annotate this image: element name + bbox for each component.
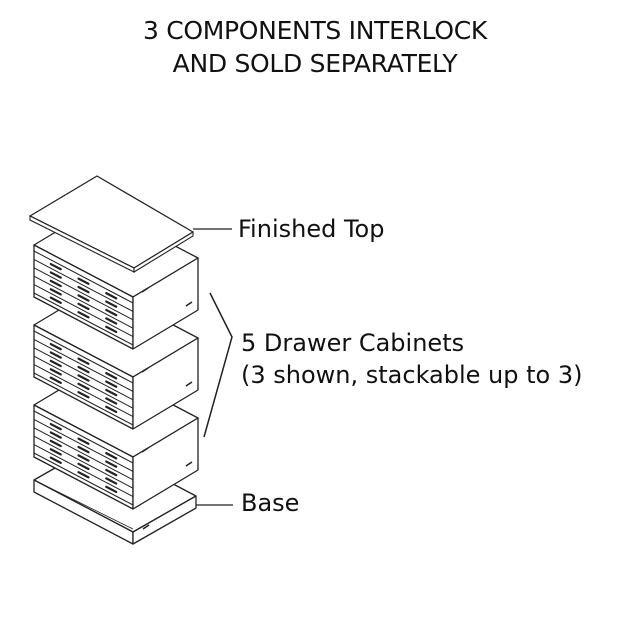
- interlock-mark: [186, 382, 192, 386]
- drawer-handle: [51, 344, 61, 349]
- drawer-line: [34, 365, 133, 417]
- drawer-handle: [79, 447, 89, 452]
- drawer-handle: [79, 464, 89, 469]
- drawer-handle: [79, 384, 89, 389]
- drawer-line: [34, 259, 133, 311]
- drawer-handle: [106, 462, 116, 467]
- drawer-handle: [79, 367, 89, 372]
- drawer-handle: [51, 289, 61, 294]
- cabinets-bracket: [204, 293, 232, 437]
- drawer-handle: [79, 304, 89, 309]
- drawer-handle: [51, 378, 61, 383]
- drawer-line: [34, 285, 133, 337]
- drawer-line: [34, 348, 133, 400]
- drawer-handle: [51, 441, 61, 446]
- interlock-mark: [186, 302, 192, 306]
- label-finished-top: Finished Top: [238, 215, 385, 243]
- drawer-handle: [51, 298, 61, 303]
- cabinet-side-face: [132, 257, 199, 350]
- finished-top-illustration: [29, 175, 194, 273]
- drawer-handle: [79, 472, 89, 477]
- label-cabinets-line-1: 5 Drawer Cabinets: [241, 329, 465, 357]
- drawer-handle: [51, 272, 61, 277]
- interlock-mark: [142, 448, 148, 452]
- base-side-face: [132, 495, 197, 545]
- drawer-handle: [51, 264, 61, 269]
- drawer-handle: [51, 432, 61, 437]
- drawer-line: [34, 411, 133, 463]
- drawer-line: [34, 419, 133, 471]
- drawer-handle: [106, 398, 116, 403]
- drawer-handle: [106, 407, 116, 412]
- drawer-handle: [106, 453, 116, 458]
- drawer-handle: [51, 361, 61, 366]
- drawer-line: [34, 293, 133, 345]
- drawer-handle: [79, 392, 89, 397]
- drawer-handle: [106, 382, 116, 387]
- drawer-handle: [106, 478, 116, 483]
- drawer-handle: [106, 373, 116, 378]
- leader-lines: [193, 229, 233, 505]
- label-base: Base: [241, 489, 300, 517]
- cabinet-side-face: [132, 417, 199, 510]
- drawer-line: [34, 339, 133, 391]
- drawer-handle: [79, 295, 89, 300]
- drawer-handle: [106, 390, 116, 395]
- drawer-line: [34, 331, 133, 383]
- drawer-handle: [51, 369, 61, 374]
- drawer-handle: [51, 352, 61, 357]
- drawer-handle: [79, 375, 89, 380]
- drawer-handle: [51, 449, 61, 454]
- drawer-handle: [79, 287, 89, 292]
- drawer-handle: [106, 318, 116, 323]
- interlock-mark: [186, 462, 192, 466]
- title-line-2: AND SOLD SEPARATELY: [172, 49, 458, 78]
- drawer-handle: [106, 470, 116, 475]
- drawer-handle: [79, 279, 89, 284]
- interlock-mark: [143, 525, 149, 529]
- interlock-mark: [142, 288, 148, 292]
- interlock-mark: [142, 368, 148, 372]
- title-line-1: 3 COMPONENTS INTERLOCK: [142, 16, 488, 45]
- drawer-handle: [79, 439, 89, 444]
- drawer-handle: [51, 424, 61, 429]
- drawer-handle: [79, 455, 89, 460]
- drawer-handle: [106, 327, 116, 332]
- drawer-handle: [51, 281, 61, 286]
- drawer-line: [34, 356, 133, 408]
- drawer-handle: [106, 487, 116, 492]
- drawer-line: [34, 251, 133, 303]
- drawer-line: [34, 428, 133, 480]
- drawer-line: [34, 445, 133, 497]
- drawer-line: [34, 373, 133, 425]
- drawer-handle: [106, 302, 116, 307]
- drawer-handle: [106, 310, 116, 315]
- drawer-line: [34, 453, 133, 505]
- label-cabinets: 5 Drawer Cabinets (3 shown, stackable up…: [241, 328, 582, 390]
- drawer-handle: [79, 312, 89, 317]
- drawer-handle: [51, 458, 61, 463]
- base-edge-line: [38, 482, 133, 529]
- drawer-handle: [79, 359, 89, 364]
- diagram-title: 3 COMPONENTS INTERLOCK AND SOLD SEPARATE…: [0, 14, 630, 80]
- drawer-line: [34, 436, 133, 488]
- cabinet-side-face: [132, 337, 199, 430]
- drawer-line: [34, 268, 133, 320]
- drawer-handle: [106, 293, 116, 298]
- label-cabinets-line-2: (3 shown, stackable up to 3): [241, 361, 583, 389]
- top-slab-edge: [133, 231, 194, 273]
- drawer-line: [34, 276, 133, 328]
